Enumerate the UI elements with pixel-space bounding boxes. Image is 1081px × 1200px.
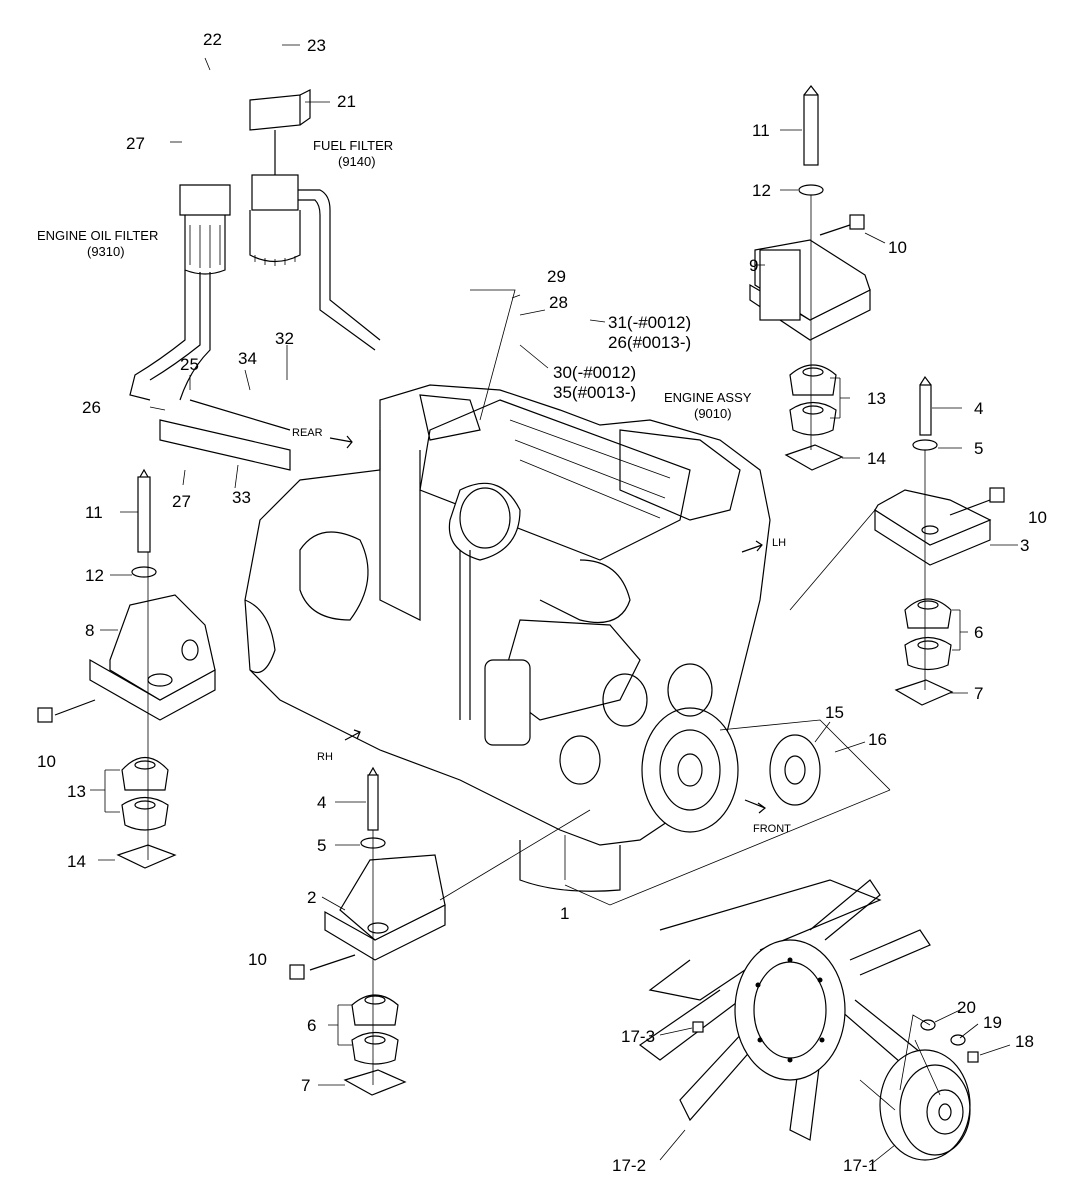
engine-block [244,384,771,892]
part-29-label: 29 [547,267,566,286]
part-6a-label: 6 [307,1016,316,1035]
engine-assy-code: (9010) [694,406,732,421]
part-14a-label: 14 [67,852,86,871]
part-27a-label: 27 [126,134,145,153]
part-14b-label: 14 [867,449,886,468]
part-35-label: 35(#0013-) [553,383,636,402]
rh-label: RH [317,751,333,763]
part-26-label: 26 [82,398,101,417]
part-18-label: 18 [1015,1032,1034,1051]
part-34-label: 34 [238,349,257,368]
part-12a-label: 12 [85,566,104,585]
part-22-label: 22 [203,30,222,49]
part-4a-label: 4 [317,793,326,812]
part-28-label: 28 [549,293,568,312]
part-17-3-label: 17-3 [621,1027,655,1046]
part-7a-label: 7 [301,1076,310,1095]
fuel-filter-code: (9140) [338,154,376,169]
rear-label: REAR [292,427,323,439]
part-19-label: 19 [983,1013,1002,1032]
part-10a-label: 10 [37,752,56,771]
fuel-filter-label: FUEL FILTER [313,138,393,153]
part-1-label: 1 [560,904,569,923]
part-11b-label: 11 [752,121,770,140]
part-23-label: 23 [307,36,326,55]
part-32-label: 32 [275,329,294,348]
part-17-2-label: 17-2 [612,1156,646,1175]
part-25-label: 25 [180,355,199,374]
part-10b-label: 10 [248,950,267,969]
part-16-label: 16 [868,730,887,749]
part-12b-label: 12 [752,181,771,200]
mount-top-right [749,85,871,471]
part-3-label: 3 [1020,536,1029,555]
part-17-1-label: 17-1 [843,1156,877,1175]
part-2-label: 2 [307,888,316,907]
part-9-label: 9 [749,256,758,275]
oil-filter-code: (9310) [87,244,125,259]
part-20-label: 20 [957,998,976,1017]
part-27b-label: 27 [172,492,191,511]
part-10c-label: 10 [888,238,907,257]
part-10d-label: 10 [1028,508,1047,527]
leader-lines [90,44,1018,1166]
mount-bottom [289,766,591,1096]
part-5b-label: 5 [974,439,983,458]
part-30-label: 30(-#0012) [553,363,636,382]
oil-filter-label: ENGINE OIL FILTER [37,228,158,243]
part-4b-label: 4 [974,399,983,418]
part-11a-label: 11 [85,503,103,522]
part-31-label: 31(-#0012) [608,313,691,332]
part-21-label: 21 [337,92,356,111]
front-label: FRONT [753,823,791,835]
text-labels: FUEL FILTER (9140) ENGINE OIL FILTER (93… [37,30,1047,1175]
mount-left [37,468,216,869]
part-5a-label: 5 [317,836,326,855]
part-33-label: 33 [232,488,251,507]
mount-right [789,375,1005,706]
part-13b-label: 13 [867,389,886,408]
part-13a-label: 13 [67,782,86,801]
fan-assembly [564,719,979,1161]
part-8-label: 8 [85,621,94,640]
engine-assy-label: ENGINE ASSY [664,390,752,405]
direction-arrows [329,435,766,814]
filter-assembly [129,89,381,471]
lh-label: LH [772,537,786,549]
part-6b-label: 6 [974,623,983,642]
part-15-label: 15 [825,703,844,722]
part-26b-label: 26(#0013-) [608,333,691,352]
part-7b-label: 7 [974,684,983,703]
